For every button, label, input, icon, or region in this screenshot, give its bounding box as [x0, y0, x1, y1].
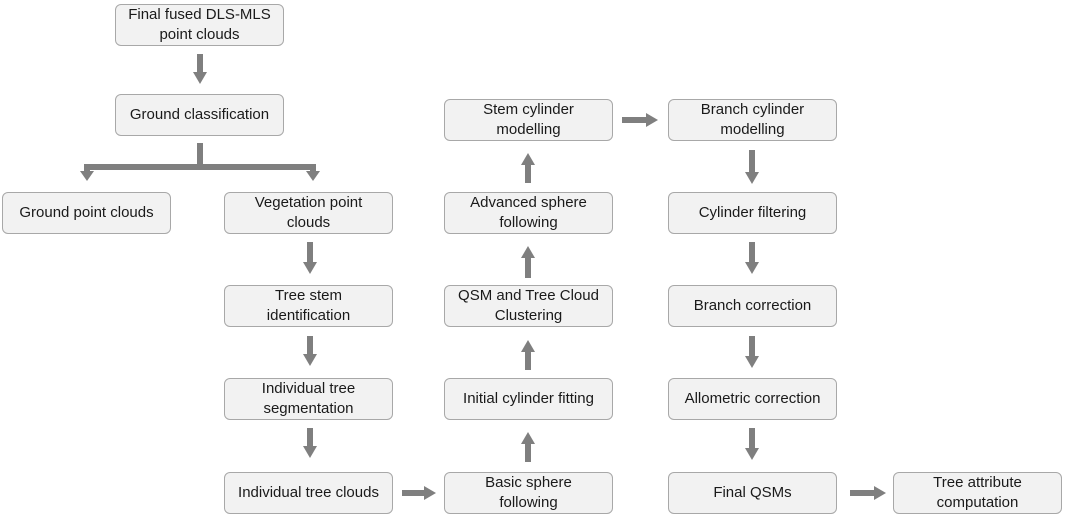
node-branch-correction: Branch correction: [668, 285, 837, 327]
arrow-filtering-to-branch-correction: [745, 242, 759, 274]
node-basic-sphere-following: Basic sphere following: [444, 472, 613, 514]
node-allometric-correction: Allometric correction: [668, 378, 837, 420]
node-individual-tree-segmentation: Individual tree segmentation: [224, 378, 393, 420]
arrow-clouds-to-basic-sphere: [402, 486, 436, 500]
arrow-branch-cylinder-to-filtering: [745, 150, 759, 184]
node-cylinder-filtering: Cylinder filtering: [668, 192, 837, 234]
arrow-allometric-to-final-qsms: [745, 428, 759, 460]
arrow-advanced-sphere-to-stem-cylinder: [521, 153, 535, 183]
node-tree-attribute-computation: Tree attribute computation: [893, 472, 1062, 514]
node-final-fused-point-clouds: Final fused DLS-MLS point clouds: [115, 4, 284, 46]
node-qsm-tree-cloud-clustering: QSM and Tree Cloud Clustering: [444, 285, 613, 327]
arrow-fused-to-ground-classification: [193, 54, 207, 84]
arrow-initial-cylinder-to-qsm-clustering: [521, 340, 535, 370]
node-individual-tree-clouds: Individual tree clouds: [224, 472, 393, 514]
arrow-basic-sphere-to-initial-cylinder: [521, 432, 535, 462]
arrow-segmentation-to-clouds: [303, 428, 317, 458]
arrow-qsm-clustering-to-advanced-sphere: [521, 246, 535, 278]
node-ground-point-clouds: Ground point clouds: [2, 192, 171, 234]
node-ground-classification: Ground classification: [115, 94, 284, 136]
node-final-qsms: Final QSMs: [668, 472, 837, 514]
arrow-vegetation-to-stem-id: [303, 242, 317, 274]
node-tree-stem-identification: Tree stem identification: [224, 285, 393, 327]
arrow-stem-cylinder-to-branch-cylinder: [622, 113, 658, 127]
arrow-stem-id-to-segmentation: [303, 336, 317, 366]
node-branch-cylinder-modelling: Branch cylinder modelling: [668, 99, 837, 141]
arrow-split-ground-vegetation: [80, 143, 320, 181]
node-vegetation-point-clouds: Vegetation point clouds: [224, 192, 393, 234]
node-advanced-sphere-following: Advanced sphere following: [444, 192, 613, 234]
node-initial-cylinder-fitting: Initial cylinder fitting: [444, 378, 613, 420]
arrow-branch-correction-to-allometric: [745, 336, 759, 368]
node-stem-cylinder-modelling: Stem cylinder modelling: [444, 99, 613, 141]
arrow-final-qsms-to-tree-attribute: [850, 486, 886, 500]
